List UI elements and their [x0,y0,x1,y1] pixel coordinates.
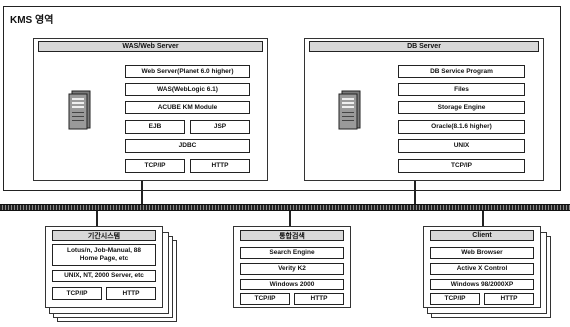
legacy-os-box: UNIX, NT, 2000 Server, etc [52,270,156,282]
was-connector-line [141,181,143,206]
client-header: Client [430,230,534,241]
db-tcpip-box: TCP/IP [398,159,525,173]
legacy-system-header: 기간시스템 [52,230,156,241]
search-http-box: HTTP [294,293,344,305]
files-box: Files [398,83,525,96]
ejb-box: EJB [125,120,185,134]
search-connector-line [289,211,291,227]
network-bus [0,204,570,211]
oracle-box: Oracle(8.1.6 higher) [398,120,525,134]
legacy-connector-line [96,211,98,227]
kms-region-title: KMS 영역 [10,15,54,26]
client-http-box: HTTP [484,293,534,305]
search-tcpip-box: TCP/IP [240,293,290,305]
db-connector-line [414,181,416,206]
jsp-box: JSP [190,120,250,134]
was-http-box: HTTP [190,159,250,173]
activex-control-box: Active X Control [430,263,534,275]
was-server-header: WAS/Web Server [38,41,263,52]
legacy-apps-box: Lotus/n, Job-Manual, 88 Home Page, etc [52,244,156,266]
verity-k2-box: Verity K2 [240,263,344,275]
acube-km-module-box: ACUBE KM Module [125,101,250,114]
search-engine-box: Search Engine [240,247,344,259]
web-browser-box: Web Browser [430,247,534,259]
db-service-program-box: DB Service Program [398,65,525,78]
legacy-apps-line1: Lotus/n, Job-Manual, 88 [66,247,142,254]
client-os-box: Windows 98/2000XP [430,279,534,290]
legacy-http-box: HTTP [106,287,156,300]
client-tcpip-box: TCP/IP [430,293,480,305]
server-tower-icon [338,90,361,130]
client-connector-line [482,211,484,227]
legacy-apps-line2: Home Page, etc [79,255,129,262]
db-server-header: DB Server [309,41,539,52]
storage-engine-box: Storage Engine [398,101,525,114]
was-box: WAS(WebLogic 6.1) [125,83,250,96]
search-header: 통합검색 [240,230,344,241]
jdbc-box: JDBC [125,139,250,153]
server-tower-icon [68,90,91,130]
was-tcpip-box: TCP/IP [125,159,185,173]
unix-box: UNIX [398,139,525,153]
search-os-box: Windows 2000 [240,279,344,290]
web-server-box: Web Server(Planet 6.0 higher) [125,65,250,78]
legacy-tcpip-box: TCP/IP [52,287,102,300]
